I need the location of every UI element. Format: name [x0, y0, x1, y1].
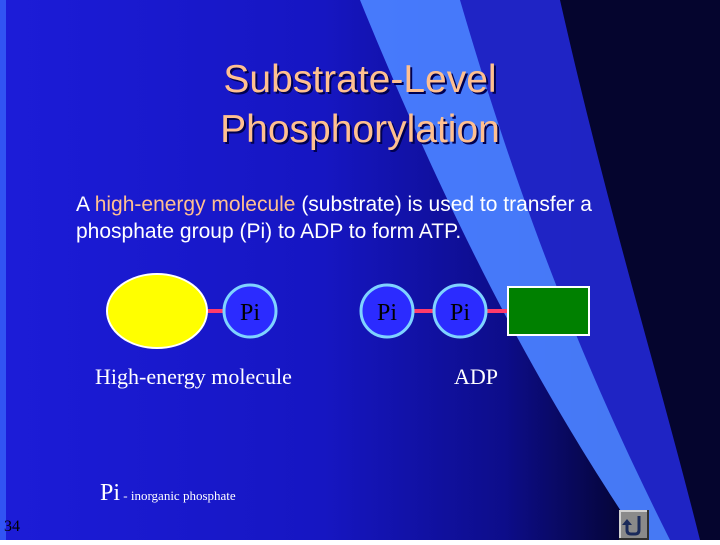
body-highlight: high-energy molecule — [94, 193, 296, 216]
adp-phosphate-1 — [359, 283, 415, 339]
title-line-1: Substrate-Level — [223, 58, 497, 101]
substrate-caption: High-energy molecule — [95, 364, 292, 389]
title-line-2: Phosphorylation — [220, 108, 500, 151]
slide-number: 34 — [4, 518, 20, 535]
slide-title: Substrate-Level Phosphorylation — [150, 55, 570, 155]
body-text: A high-energy molecule (substrate) is us… — [76, 191, 676, 245]
return-button[interactable] — [619, 510, 649, 540]
adp-phosphate-2-label: Pi — [450, 300, 470, 326]
body-pre: A — [76, 193, 95, 216]
legend: Pi - inorganic phosphate — [100, 480, 236, 507]
substrate-molecule — [106, 273, 208, 349]
return-arrow-icon — [619, 510, 649, 540]
legend-text: - inorganic phosphate — [120, 488, 236, 503]
adp-caption: ADP — [454, 364, 499, 389]
legend-symbol: Pi — [100, 480, 121, 506]
substrate-phosphate — [222, 283, 278, 339]
adenosine-block — [507, 286, 590, 336]
body-post: (substrate) is used to transfer a phosph… — [76, 193, 592, 243]
substrate-phosphate-label: Pi — [240, 300, 260, 326]
adp-phosphate-1-label: Pi — [377, 300, 397, 326]
adp-phosphate-2 — [432, 283, 488, 339]
